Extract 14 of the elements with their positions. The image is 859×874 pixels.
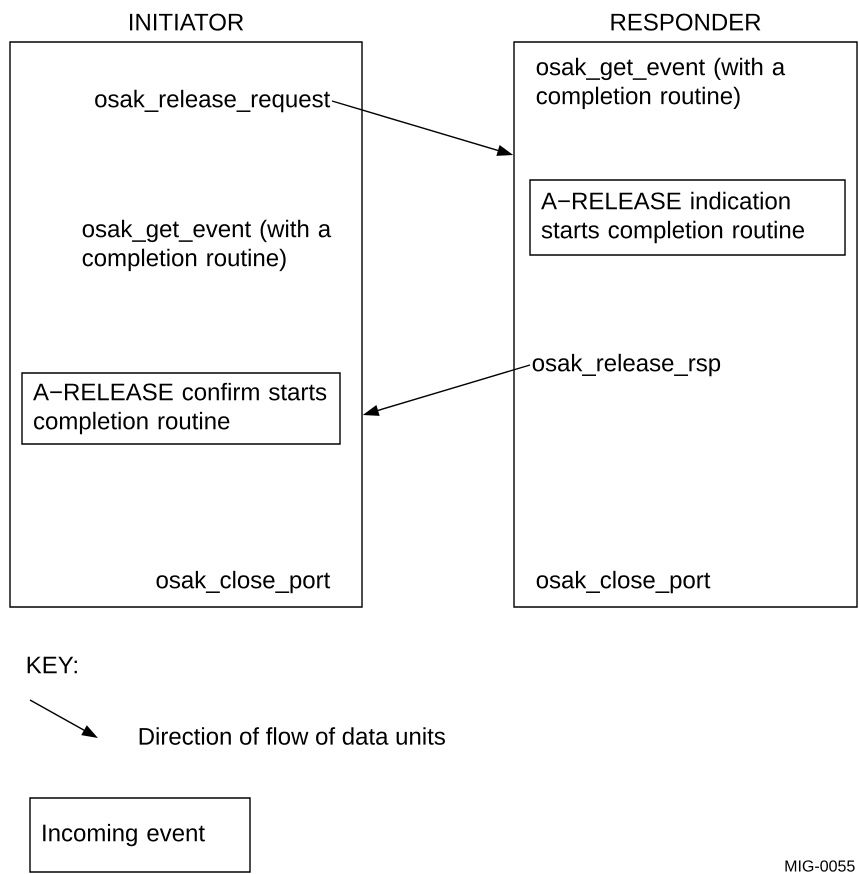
label-text: osak_close_port (156, 570, 330, 594)
label-text: osak_get_event (with a completion routine) (82, 220, 332, 272)
label-text: KEY: (28, 656, 77, 674)
legend-text: Direction of flow of data units (140, 727, 445, 745)
call-text: osak_release_rsp (532, 354, 720, 376)
event-box: A−RELEASE confirm starts completion routine (21, 372, 341, 445)
event-box: Incoming event (29, 797, 251, 873)
label-text: osak_get_event (with a completion routine) (536, 58, 786, 110)
node-label: INITIATOR (130, 14, 244, 31)
label-text: osak_close_port (536, 570, 710, 594)
label-text: MIG-0055 (786, 860, 855, 872)
call-text: osak_release_request (95, 90, 330, 112)
event-box: A−RELEASE indication starts completion routine (529, 179, 846, 256)
node-label: RESPONDER (611, 14, 760, 31)
